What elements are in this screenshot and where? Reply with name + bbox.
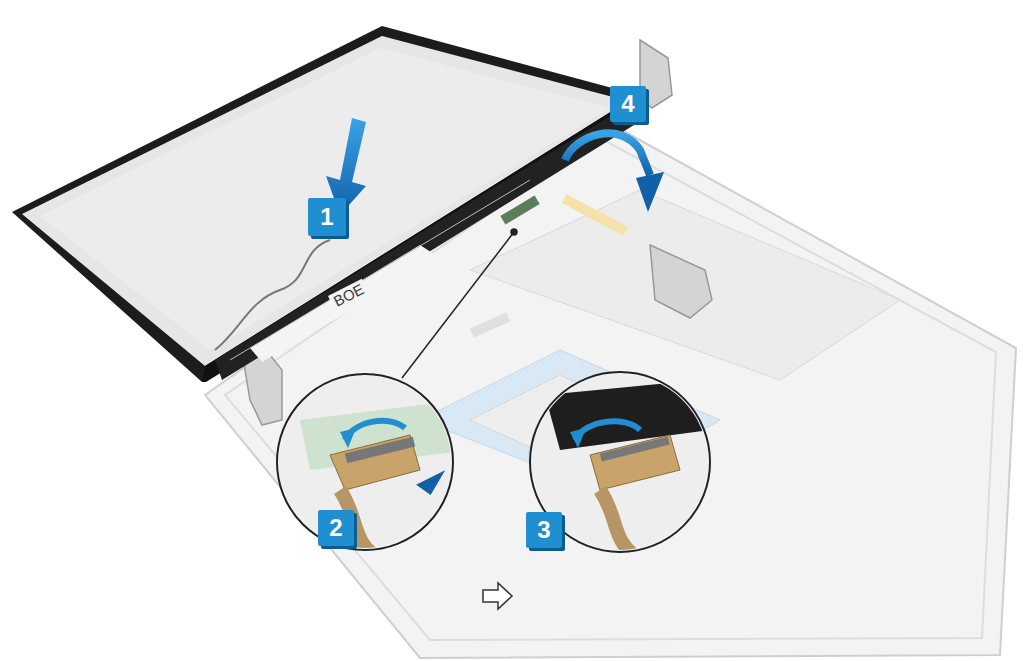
display-panel: [12, 26, 642, 382]
detail-view: [270, 370, 725, 609]
leader-line: [402, 229, 517, 378]
display-back-cover: [205, 118, 1016, 658]
callout-number: 1: [308, 198, 346, 236]
callout-number: 2: [318, 510, 354, 546]
callout-number: 3: [526, 512, 562, 548]
direction-arrow: [326, 118, 664, 215]
callout-number: 4: [610, 86, 646, 122]
